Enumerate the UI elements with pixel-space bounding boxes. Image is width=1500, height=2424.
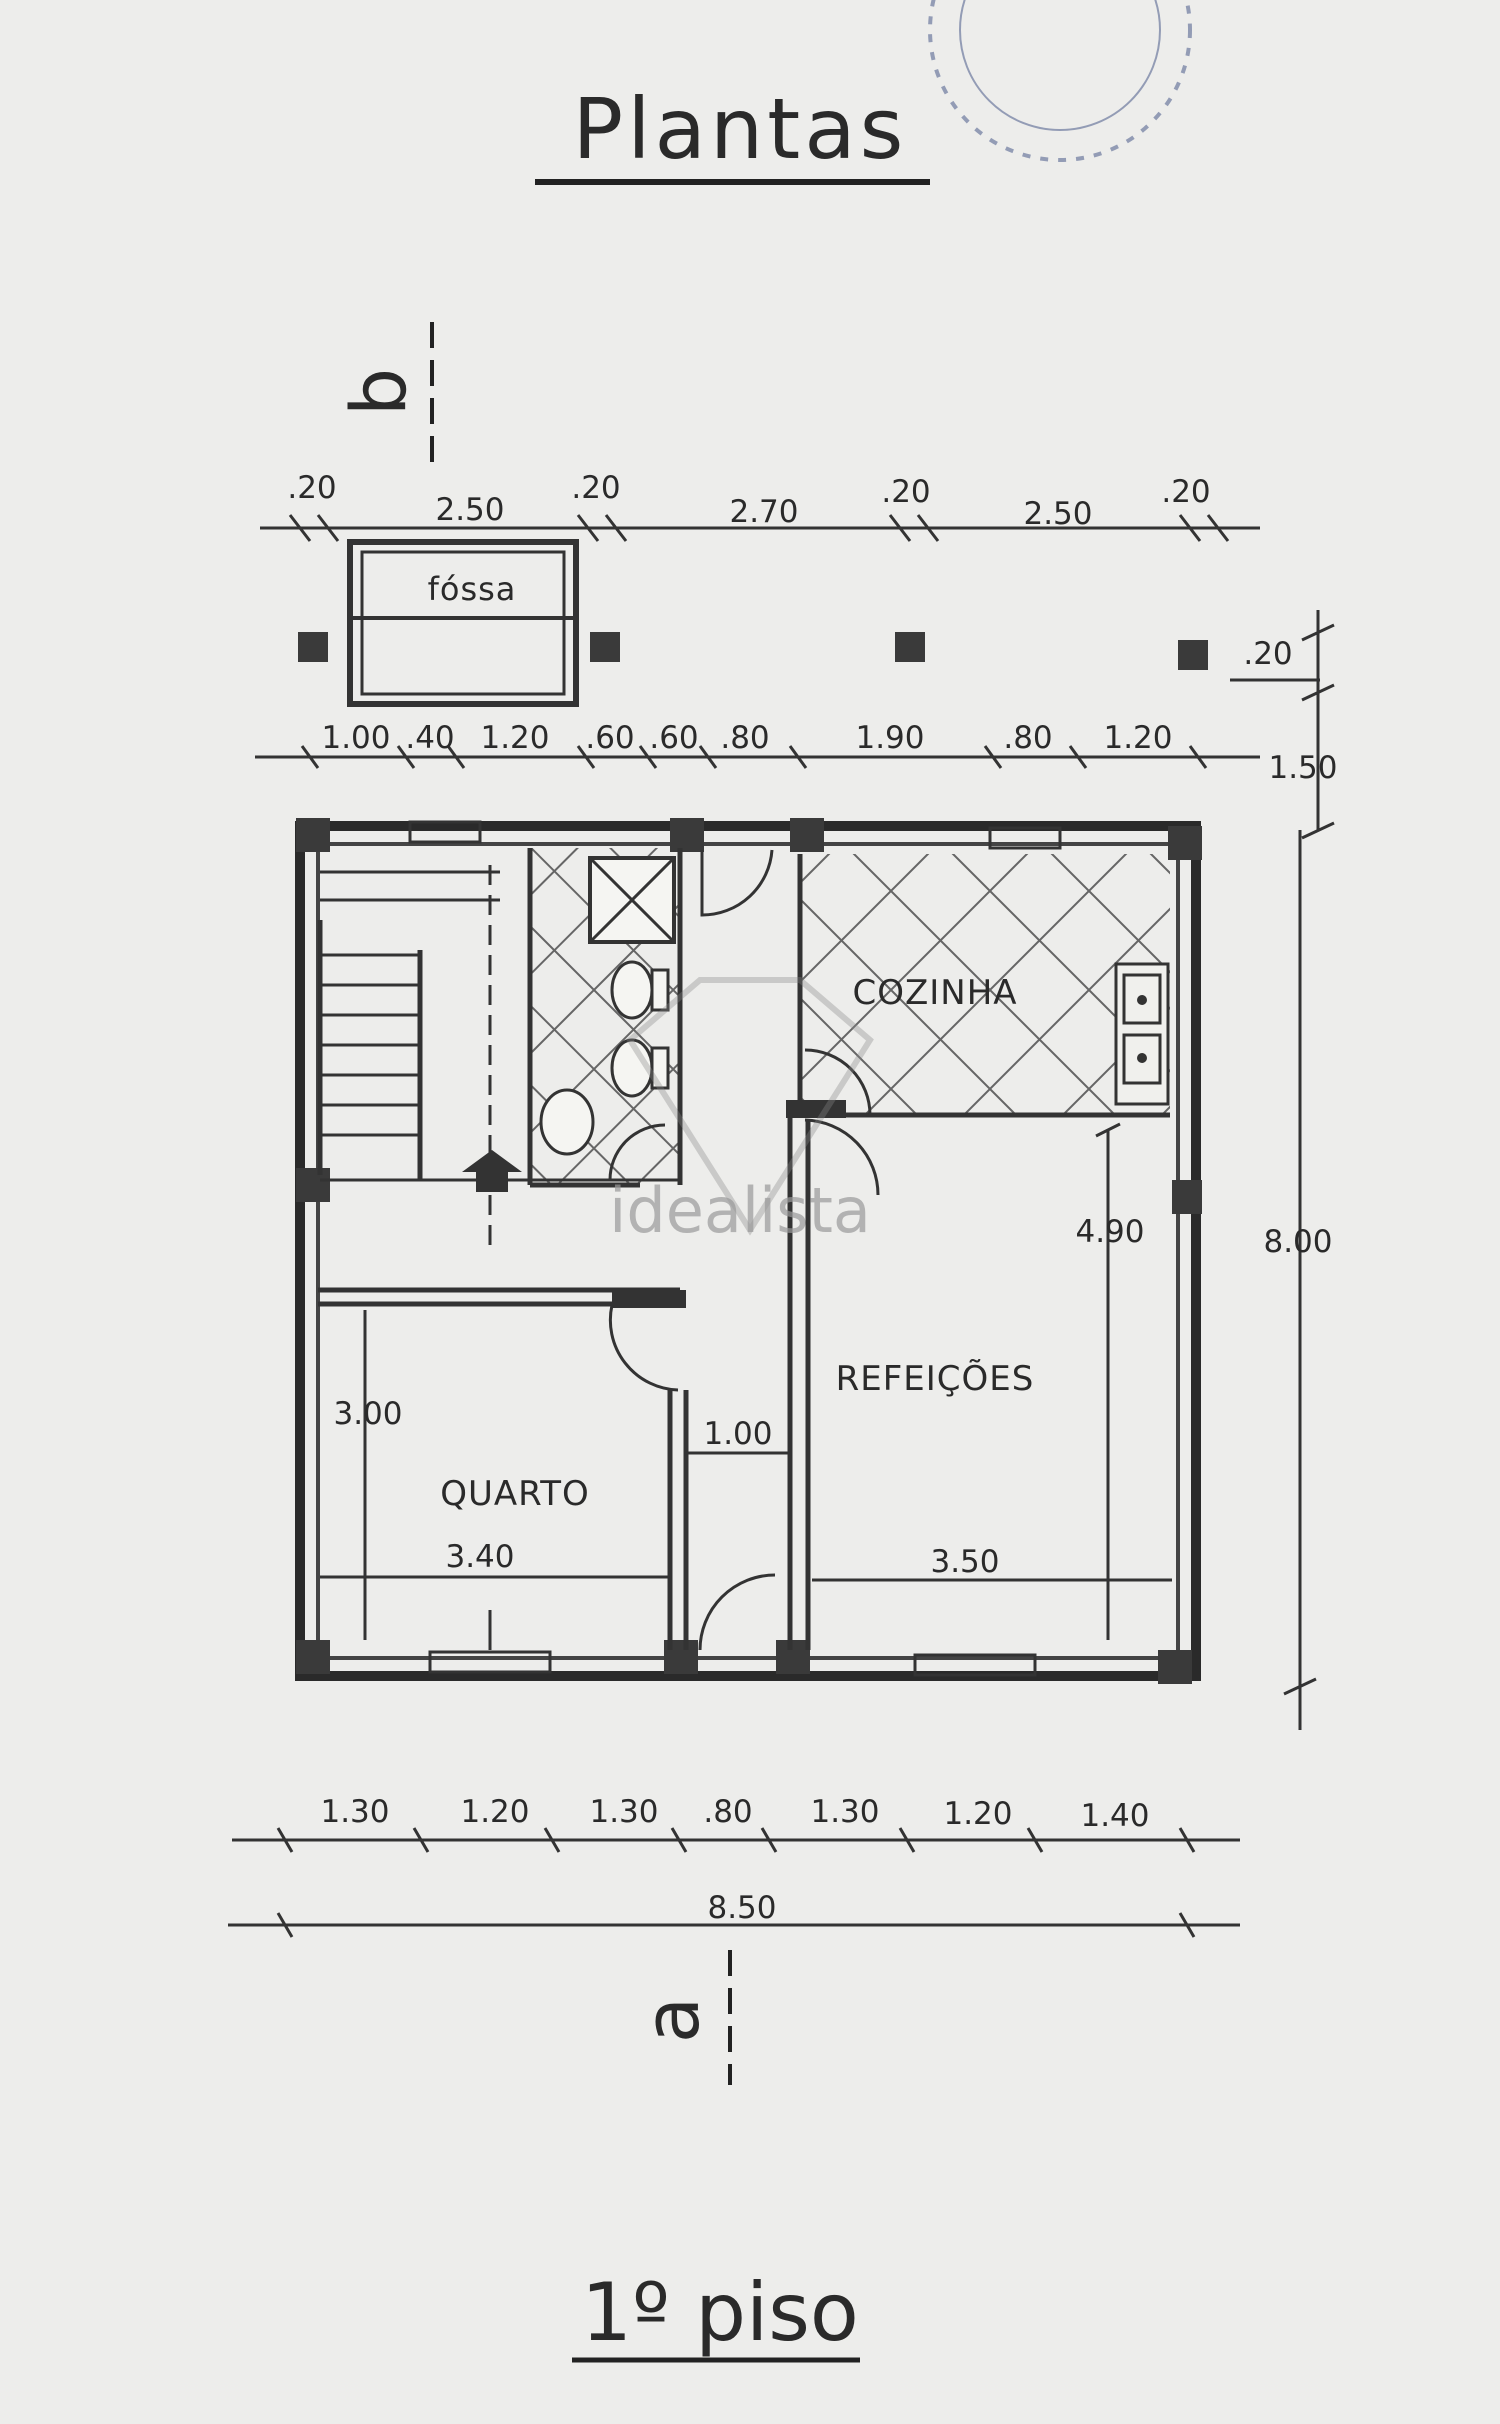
dim-corridor-width: 1.00	[703, 1416, 772, 1452]
second-dimension-row	[255, 745, 1260, 769]
dim-bottom-4: .80	[703, 1794, 752, 1830]
dim-second-3: 1.20	[480, 720, 549, 756]
dim-second-1: 1.00	[321, 720, 390, 756]
dim-bottom-3: 1.30	[589, 1794, 658, 1830]
dim-top-5: .20	[881, 474, 930, 510]
fossa-label: fóssa	[428, 570, 517, 608]
bottom-dimension-row	[232, 1827, 1240, 1853]
entrance-door-swing	[700, 849, 774, 917]
dim-second-5: .60	[649, 720, 698, 756]
drawing-title: Plantas	[573, 80, 908, 178]
section-mark-b: b	[334, 322, 434, 470]
dining-label: REFEIÇÕES	[836, 1358, 1035, 1399]
dim-bedroom-width: 3.40	[445, 1539, 514, 1575]
section-mark-a: a	[627, 1950, 732, 2085]
dim-top-2: 2.50	[435, 492, 504, 528]
toilet	[610, 960, 654, 1020]
dim-second-4: .60	[585, 720, 634, 756]
dim-right-small: .20	[1243, 636, 1292, 672]
dim-bottom-7: 1.40	[1080, 1798, 1149, 1834]
dim-bottom-1: 1.30	[320, 1794, 389, 1830]
stair-direction-arrow	[462, 1150, 522, 1192]
dim-dining-height: 4.90	[1075, 1214, 1144, 1250]
bathroom	[527, 848, 683, 1188]
bedroom	[320, 1310, 668, 1650]
dim-top-6: 2.50	[1023, 496, 1092, 532]
dim-total-width: 8.50	[707, 1890, 776, 1926]
dim-bedroom-height: 3.00	[333, 1396, 402, 1432]
top-dimension-row	[260, 514, 1260, 542]
windows	[408, 820, 1062, 1677]
dim-second-6: .80	[720, 720, 769, 756]
stamp-seal	[928, 0, 1192, 162]
floor-label: 1º piso	[581, 2266, 859, 2359]
right-vertical-dimension	[1283, 610, 1335, 1730]
dim-second-7: 1.90	[855, 720, 924, 756]
dim-top-4: 2.70	[729, 494, 798, 530]
top-pillars	[298, 632, 1208, 670]
svg-text:b: b	[334, 368, 423, 416]
total-width-dimension	[228, 1912, 1240, 1938]
corridor-door-swing	[698, 1573, 776, 1651]
exterior-walls	[295, 821, 1201, 1681]
dining-door-swing	[804, 1118, 880, 1196]
dim-total-height: 8.00	[1263, 1224, 1332, 1260]
idealista-watermark	[626, 977, 874, 1236]
svg-text:a: a	[627, 1997, 716, 2044]
washbasin	[539, 1088, 595, 1156]
dim-bottom-2: 1.20	[460, 1794, 529, 1830]
dining-room	[812, 1122, 1172, 1640]
watermark-text: idealista	[609, 1174, 871, 1247]
staircase	[317, 865, 522, 1250]
dim-second-2: .40	[405, 720, 454, 756]
dim-top-3: .20	[571, 470, 620, 506]
dim-second-9: 1.20	[1103, 720, 1172, 756]
interior-walls	[318, 1100, 846, 1650]
bedroom-label: QUARTO	[440, 1474, 590, 1514]
dim-bottom-6: 1.20	[943, 1796, 1012, 1832]
dim-dining-width: 3.50	[930, 1544, 999, 1580]
building-pillars	[296, 818, 1202, 1684]
dim-second-8: .80	[1003, 720, 1052, 756]
fossa-tank	[347, 539, 579, 707]
dim-top-1: .20	[287, 470, 336, 506]
dim-top-7: .20	[1161, 474, 1210, 510]
kitchen-label: COZINHA	[852, 973, 1017, 1013]
dim-right-mid: 1.50	[1268, 750, 1337, 786]
kitchen	[797, 854, 1170, 1118]
dim-bottom-5: 1.30	[810, 1794, 879, 1830]
bedroom-door-swing	[608, 1304, 679, 1392]
